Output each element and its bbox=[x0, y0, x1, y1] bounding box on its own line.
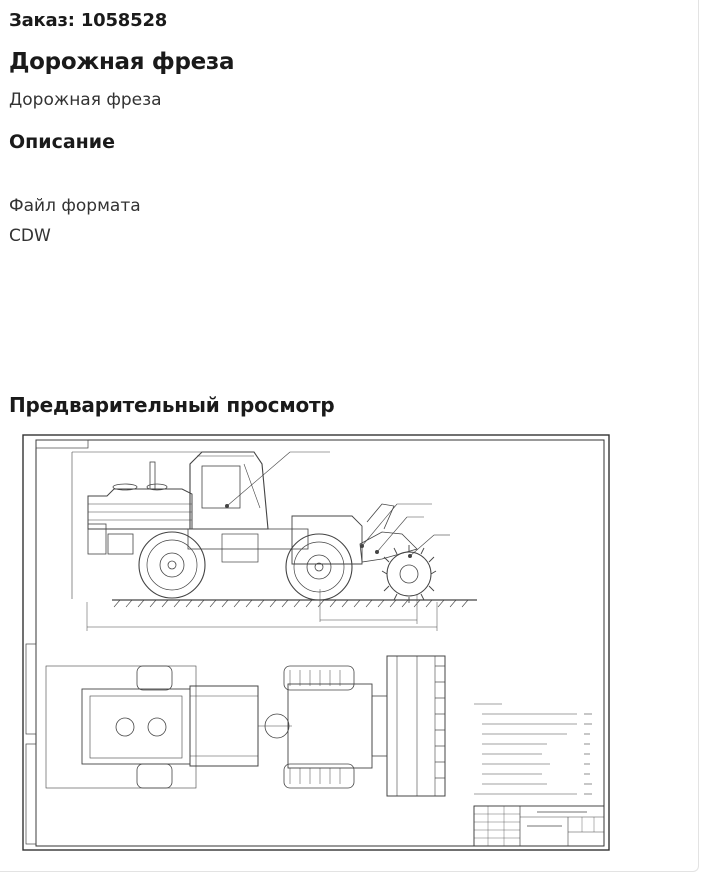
technical-drawing-image bbox=[22, 434, 610, 851]
preview-image[interactable] bbox=[22, 434, 610, 851]
description-heading: Описание bbox=[9, 131, 116, 153]
product-title: Дорожная фреза bbox=[9, 49, 235, 75]
preview-heading: Предварительный просмотр bbox=[9, 393, 335, 417]
order-number: Заказ: 1058528 bbox=[9, 10, 168, 31]
file-format-value: CDW bbox=[9, 226, 51, 246]
file-format-label: Файл формата bbox=[9, 196, 141, 216]
product-subtitle: Дорожная фреза bbox=[9, 90, 162, 110]
